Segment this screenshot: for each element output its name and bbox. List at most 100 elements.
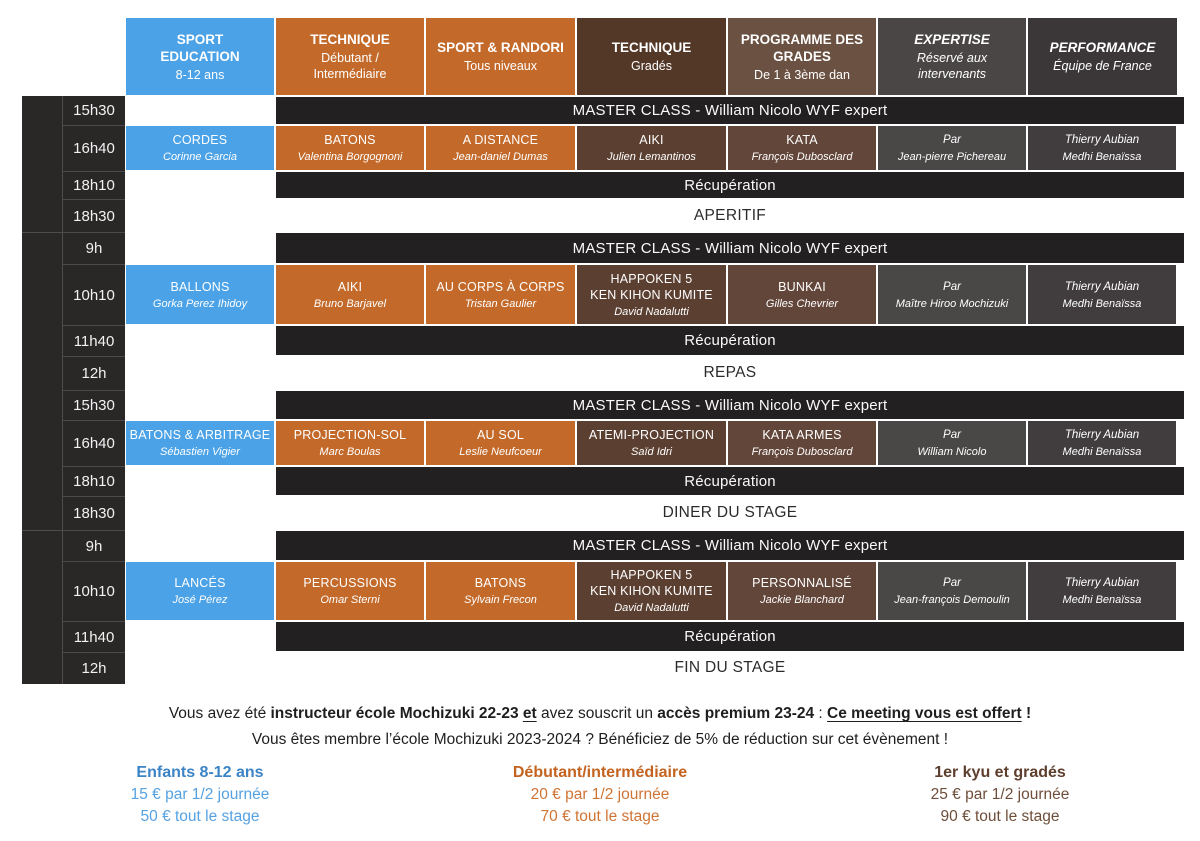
session-title: PERCUSSIONS <box>303 576 397 590</box>
session-instructor: Jean-pierre Pichereau <box>897 151 1007 163</box>
session-title: BALLONS <box>170 279 230 294</box>
note-text-segment: Vous avez été <box>168 705 271 722</box>
session-instructor: Sébastien Vigier <box>160 446 240 458</box>
meal-row: APERITIF <box>275 199 1185 232</box>
time-label: 16h40 <box>63 125 125 171</box>
column-subtitle: Débutant / Intermédiaire <box>313 51 387 81</box>
pricing-title: 1er kyu et gradés <box>934 764 1066 781</box>
empty-cell <box>125 199 275 232</box>
column-subtitle: Gradés <box>631 59 672 73</box>
time-label: 15h30 <box>63 390 125 420</box>
column-subtitle: Tous niveaux <box>464 59 537 73</box>
pricing-graded: 1er kyu et gradés 25 € par 1/2 journée 9… <box>800 762 1200 828</box>
note-text-segment: et <box>522 705 537 722</box>
session-title: AU SOL <box>476 428 525 442</box>
time-label: 18h30 <box>63 496 125 530</box>
session-instructor: François Dubosclard <box>751 446 853 458</box>
time-label: 10h10 <box>63 264 125 325</box>
membership-note: Vous avez été instructeur école Mochizuk… <box>0 701 1200 753</box>
column-subtitle: Équipe de France <box>1053 59 1152 73</box>
column-subtitle: Réservé aux intervenants <box>916 51 988 81</box>
time-label: 18h10 <box>63 171 125 199</box>
pricing-line: 20 € par 1/2 journée <box>530 786 670 803</box>
banner-row: MASTER CLASS - William Nicolo WYF expert <box>275 232 1185 264</box>
session-instructor: Valentina Borgognoni <box>297 151 403 163</box>
session-instructor: Gilles Chevrier <box>765 297 839 310</box>
session-title: CORDES <box>172 133 228 147</box>
empty-cell <box>125 96 275 125</box>
session-title: KATA <box>786 133 818 147</box>
empty-cell <box>125 621 275 652</box>
session-cell: PERCUSSIONS Omar Sterni <box>275 561 425 621</box>
session-title: Par <box>943 134 961 146</box>
meal-row: REPAS <box>275 356 1185 390</box>
empty-cell <box>125 390 275 420</box>
meal-row: FIN DU STAGE <box>275 652 1185 684</box>
session-instructor: Omar Sterni <box>320 594 380 606</box>
premium-offer-line: Vous avez été instructeur école Mochizuk… <box>0 701 1200 727</box>
pricing-line: 25 € par 1/2 journée <box>930 786 1070 803</box>
column-title: PROGRAMME DES GRADES <box>740 31 864 64</box>
column-title: EXPERTISE <box>914 32 990 47</box>
time-label: 15h30 <box>73 102 115 119</box>
session-instructor: William Nicolo <box>917 446 987 458</box>
day-group-bar <box>22 96 62 232</box>
banner-row: MASTER CLASS - William Nicolo WYF expert <box>275 390 1185 420</box>
session-title: HAPPOKEN 5 KEN KIHON KUMITE <box>590 568 713 598</box>
session-title: BATONS <box>474 576 527 590</box>
note-text-segment: ! <box>1021 705 1032 722</box>
pricing-section: Enfants 8-12 ans 15 € par 1/2 journée 50… <box>0 762 1200 828</box>
session-instructor: Saïd Idri <box>631 446 672 458</box>
empty-cell <box>125 530 275 561</box>
column-title: PERFORMANCE <box>1049 40 1156 55</box>
day-group-strip <box>22 96 62 684</box>
session-instructor: Maître Hiroo Mochizuki <box>895 297 1009 310</box>
session-instructor: François Dubosclard <box>751 151 853 163</box>
member-discount-line: Vous êtes membre l’école Mochizuki 2023-… <box>251 731 949 748</box>
banner-row: Récupération <box>275 466 1185 496</box>
note-text-segment: accès premium 23-24 <box>657 705 815 722</box>
session-title: HAPPOKEN 5 KEN KIHON KUMITE <box>590 271 713 302</box>
session-instructor: Medhi Benaïssa <box>1062 151 1142 163</box>
session-instructor: Jackie Blanchard <box>760 594 844 606</box>
pricing-line: 15 € par 1/2 journée <box>130 786 270 803</box>
time-label: 12h <box>63 356 125 390</box>
note-text-segment: Ce meeting vous est offert <box>827 705 1022 722</box>
session-title: Thierry Aubian <box>1064 429 1140 441</box>
time-label: 9h <box>63 232 125 264</box>
banner-row: MASTER CLASS - William Nicolo WYF expert <box>275 530 1185 561</box>
session-grid: MASTER CLASS - William Nicolo WYF expert… <box>125 96 1185 684</box>
column-header: TECHNIQUE Gradés <box>576 17 727 96</box>
pricing-line: 70 € tout le stage <box>540 808 660 825</box>
meal-row: DINER DU STAGE <box>275 496 1185 530</box>
empty-cell <box>125 232 275 264</box>
session-title: Thierry Aubian <box>1064 134 1140 146</box>
session-title: AIKI <box>337 279 363 294</box>
session-title: AU CORPS À CORPS <box>436 279 565 294</box>
empty-cell <box>125 171 275 199</box>
session-instructor: Tristan Gaulier <box>464 297 537 310</box>
time-label: 11h40 <box>63 325 125 356</box>
column-title: TECHNIQUE <box>611 40 692 55</box>
time-label: 9h <box>63 530 125 561</box>
